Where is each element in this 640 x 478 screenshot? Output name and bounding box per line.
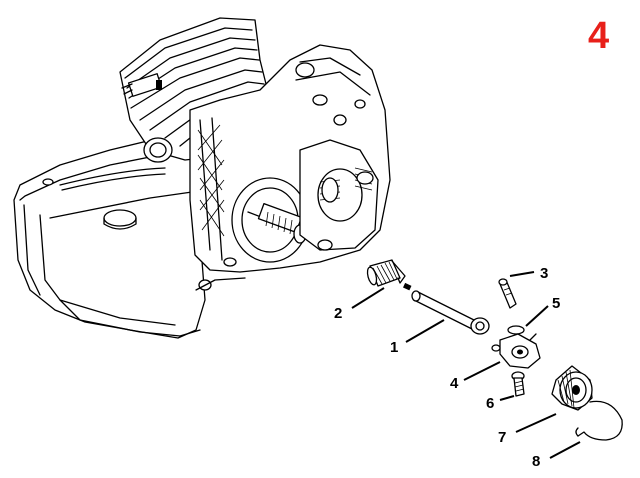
page-number: 4 xyxy=(588,15,609,57)
callout-1: 1 xyxy=(390,339,398,356)
part-4-pump-housing xyxy=(491,333,541,369)
part-5-o-ring xyxy=(507,325,525,335)
callout-8: 8 xyxy=(532,453,540,470)
callout-7: 7 xyxy=(498,429,506,446)
callout-labels: 1 2 3 4 5 6 7 8 xyxy=(334,265,560,470)
part-6-screw xyxy=(511,371,525,397)
part-8-spring-clip xyxy=(575,400,623,441)
part-2-filter xyxy=(366,259,412,291)
engine-assembly-drawing xyxy=(13,17,391,339)
callout-3: 3 xyxy=(540,265,548,282)
callout-5: 5 xyxy=(552,295,560,312)
callout-6: 6 xyxy=(486,395,494,412)
callout-4: 4 xyxy=(450,375,459,392)
part-3-pin xyxy=(498,278,517,309)
callout-2: 2 xyxy=(334,305,342,322)
leader-lines xyxy=(351,271,581,459)
part-7-worm-gear xyxy=(551,365,593,411)
part-1-oil-pipe xyxy=(411,290,490,335)
